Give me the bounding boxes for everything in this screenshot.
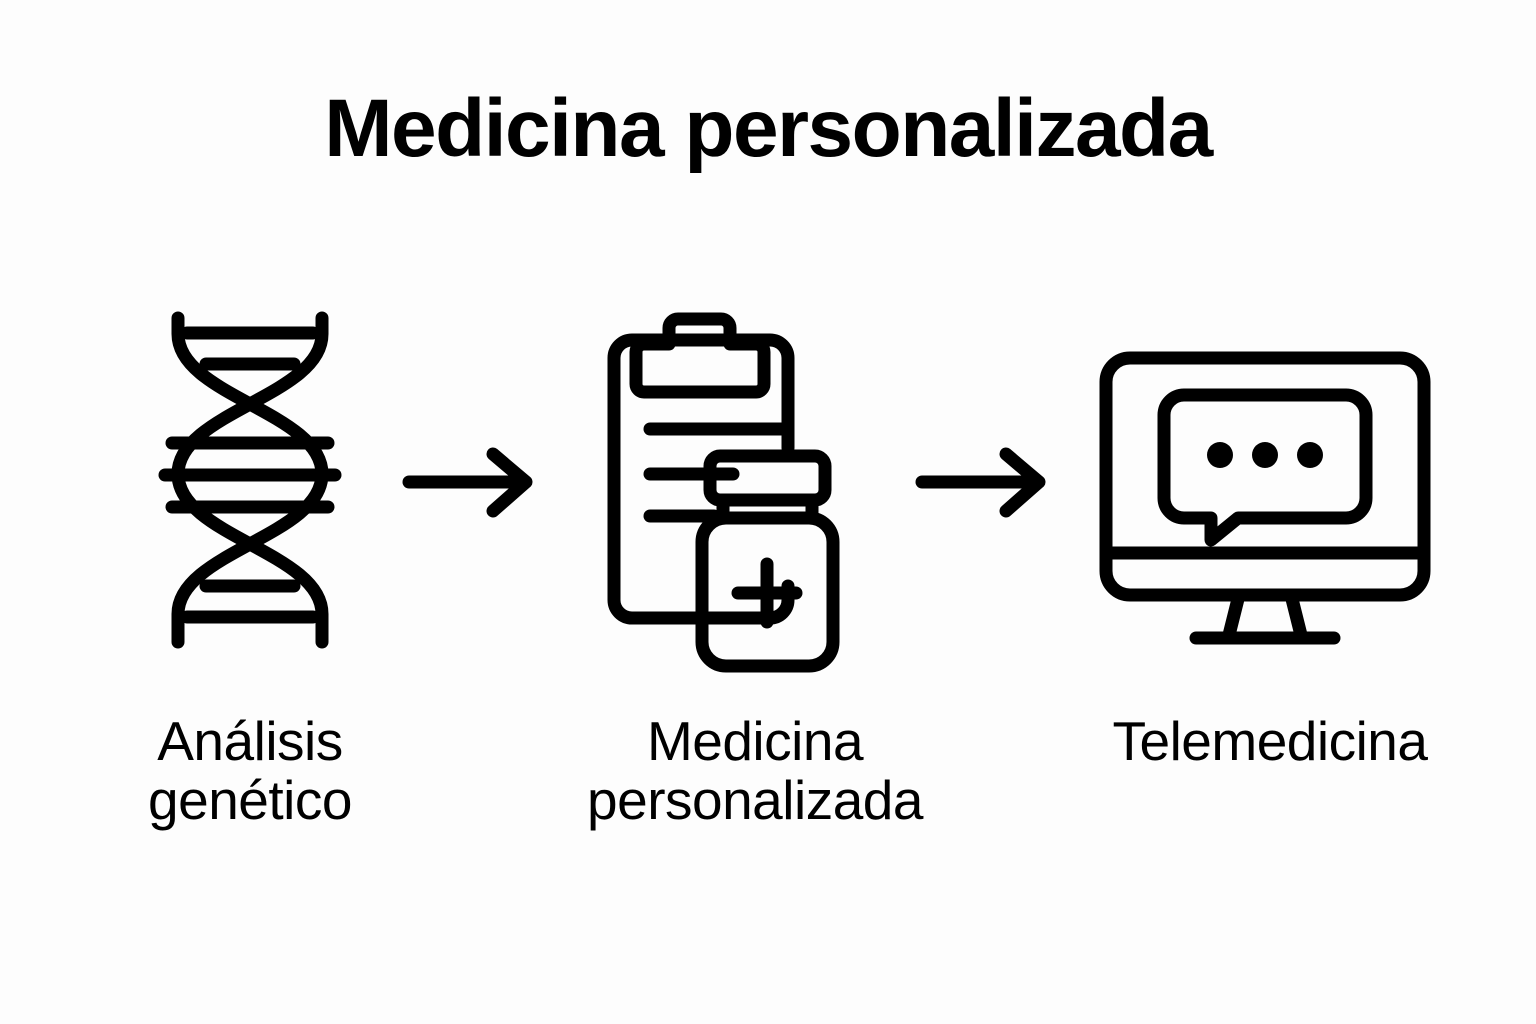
flow-step-label-medicina-personalizada: Medicina personalizada xyxy=(520,710,990,832)
label-line-1: Medicina xyxy=(646,710,864,772)
flow-step-label-analisis-genetico: Análisis genético xyxy=(60,710,440,832)
label-line-1: Telemedicina xyxy=(1112,710,1428,772)
label-line-2: genético xyxy=(148,769,352,832)
flow-step-analisis-genetico[interactable]: Análisis genético xyxy=(60,300,440,830)
dna-helix-icon xyxy=(60,300,440,680)
arrow-right-icon-1 xyxy=(400,443,545,523)
label-line-2: personalizada xyxy=(587,769,923,832)
flow-step-label-telemedicina: Telemedicina xyxy=(1040,710,1500,772)
flow-step-medicina-personalizada[interactable]: Medicina personalizada xyxy=(520,300,990,830)
label-line-1: Análisis xyxy=(157,710,343,772)
flow-step-telemedicina[interactable]: Telemedicina xyxy=(1040,300,1500,771)
page-title: Medicina personalizada xyxy=(324,83,1213,174)
monitor-chat-icon xyxy=(1040,300,1500,680)
arrow-right-icon-2 xyxy=(913,443,1058,523)
clipboard-medicine-bottle-icon xyxy=(520,300,990,680)
